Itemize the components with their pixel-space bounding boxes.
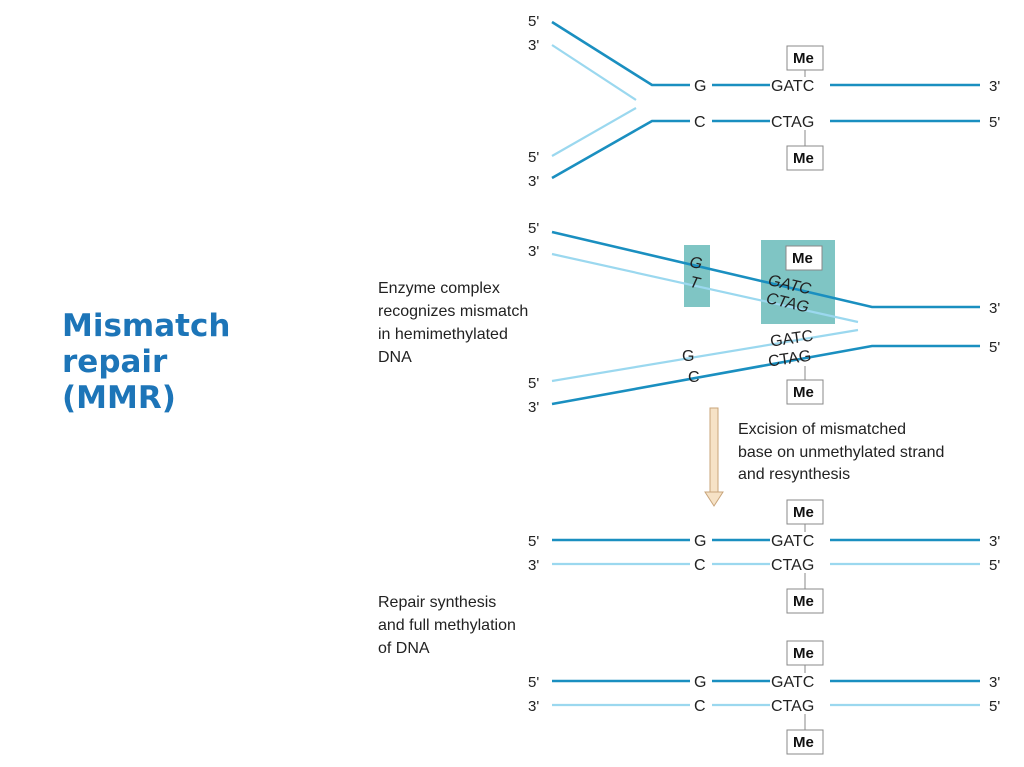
recognition-base-c: C: [688, 369, 700, 386]
recognition-me-lower-box: [786, 379, 824, 405]
excision-note-line-1: Excision of mismatched: [738, 421, 906, 438]
panel-resynthesis: 5' 3' 3' 5' G C GATC CTAG Me Me Repair s…: [378, 499, 1000, 657]
final-methyl-bottom: Me: [793, 734, 814, 751]
fork-label-5-prime-bottom: 5': [528, 149, 539, 166]
fork-label-5-prime-right: 5': [989, 114, 1000, 131]
panel-replication-fork: 5' 3' 5' 3' 3' 5' G C GATC CTAG Me Me: [528, 13, 1000, 190]
recognition-label-5-prime-right: 5': [989, 339, 1000, 356]
resynth-label-3-prime-left: 3': [528, 557, 539, 574]
fork-gatc-sequence: GATC: [771, 78, 814, 95]
title-line-2: repair: [62, 344, 168, 380]
fork-top-daughter-strand: [551, 44, 637, 101]
title-line-1: Mismatch: [62, 308, 231, 344]
final-label-5-prime-right: 5': [989, 698, 1000, 715]
recognition-note-line-4: DNA: [378, 349, 412, 366]
final-base-g: G: [694, 674, 706, 691]
recognition-note-line-1: Enzyme complex: [378, 280, 500, 297]
resynth-label-5-prime-right: 5': [989, 557, 1000, 574]
final-gatc-sequence: GATC: [771, 674, 814, 691]
resynth-me-bottom-box: [786, 588, 824, 614]
final-label-5-prime-left: 5': [528, 674, 539, 691]
resynth-base-c: C: [694, 557, 706, 574]
recognition-label-5-prime-top: 5': [528, 220, 539, 237]
fork-base-g: G: [694, 78, 706, 95]
fork-me-bottom-box: [786, 145, 824, 171]
final-methyl-top: Me: [793, 645, 814, 662]
resynth-label-5-prime-left: 5': [528, 533, 539, 550]
fork-top-parent-strand: [551, 20, 690, 87]
process-arrow-head: [704, 491, 724, 507]
excision-note-line-3: and resynthesis: [738, 466, 850, 483]
resynth-ctag-sequence: CTAG: [771, 557, 814, 574]
excision-note-line-2: base on unmethylated strand: [738, 444, 944, 461]
recognition-top-parent-strand: [551, 230, 980, 309]
repair-note-line-3: of DNA: [378, 640, 430, 657]
final-label-3-prime-left: 3': [528, 698, 539, 715]
mismatch-enzyme-block: [684, 245, 710, 307]
repair-note-line-1: Repair synthesis: [378, 594, 496, 611]
recognition-note-line-3: in hemimethylated: [378, 326, 508, 343]
recognition-bottom-parent-strand: [551, 344, 980, 406]
repair-note-line-2: and full methylation: [378, 617, 516, 634]
resynth-base-g: G: [694, 533, 706, 550]
recognition-label-3-prime-right: 3': [989, 300, 1000, 317]
recognition-ctag-lower: CTAG: [767, 348, 812, 371]
recognition-label-5-prime-bottom: 5': [528, 375, 539, 392]
recognition-me-box: [785, 245, 823, 271]
process-arrow-shaft: [709, 407, 719, 493]
recognition-note-line-2: recognizes mismatch: [378, 303, 528, 320]
final-me-top-box: [786, 640, 824, 666]
resynth-label-3-prime-right: 3': [989, 533, 1000, 550]
mismatch-base-g: G: [688, 254, 704, 273]
panel-full-methylation: 5' 3' 3' 5' G C GATC CTAG Me Me: [528, 640, 1000, 755]
fork-ctag-sequence: CTAG: [771, 114, 814, 131]
fork-label-3-prime-right: 3': [989, 78, 1000, 95]
fork-methyl-top: Me: [793, 50, 814, 67]
recognition-methyl: Me: [792, 250, 813, 267]
recognition-label-3-prime-bottom: 3': [528, 399, 539, 416]
fork-label-5-prime-top: 5': [528, 13, 539, 30]
fork-label-3-prime-top: 3': [528, 37, 539, 54]
recognition-methyl-lower: Me: [793, 384, 814, 401]
final-me-bottom-box: [786, 729, 824, 755]
resynth-methyl-top: Me: [793, 504, 814, 521]
panel-mismatch-recognition: 5' 3' 5' 3' 3' 5' G T Me GATC CTAG G C G…: [378, 220, 1000, 416]
recognition-base-g: G: [682, 348, 694, 365]
recognition-top-daughter-strand: [551, 252, 859, 324]
fork-base-c: C: [694, 114, 706, 131]
recognition-bottom-daughter-strand: [551, 328, 859, 383]
title-line-3: (MMR): [62, 380, 176, 416]
fork-me-top-box: [786, 45, 824, 71]
recognition-label-3-prime-top: 3': [528, 243, 539, 260]
fork-bottom-daughter-strand: [551, 107, 637, 157]
final-base-c: C: [694, 698, 706, 715]
final-label-3-prime-right: 3': [989, 674, 1000, 691]
recognition-gatc-lower: GATC: [769, 328, 814, 351]
resynth-gatc-sequence: GATC: [771, 533, 814, 550]
slide-title: Mismatch repair (MMR): [62, 308, 302, 416]
excision-step: Excision of mismatched base on unmethyla…: [704, 407, 944, 507]
resynth-me-top-box: [786, 499, 824, 525]
final-ctag-sequence: CTAG: [771, 698, 814, 715]
resynth-methyl-bottom: Me: [793, 593, 814, 610]
fork-methyl-bottom: Me: [793, 150, 814, 167]
fork-bottom-parent-strand: [551, 119, 690, 180]
fork-label-3-prime-bottom: 3': [528, 173, 539, 190]
